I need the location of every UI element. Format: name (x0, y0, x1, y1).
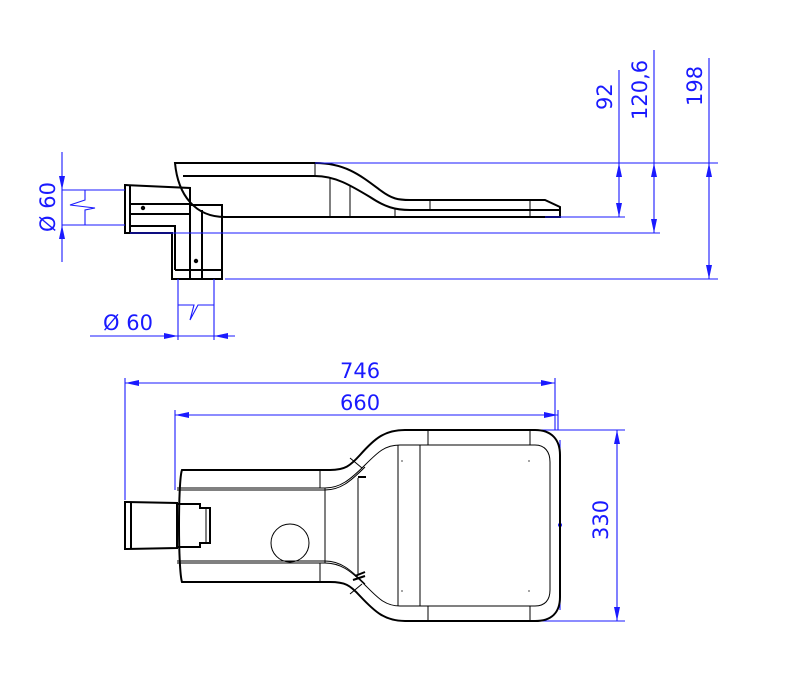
dimension-120-6: 120,6 (628, 50, 657, 233)
dimension-330: 330 (400, 429, 625, 622)
top-view: 746 660 330 (124, 359, 625, 622)
luminaire-side-outline (173, 162, 561, 218)
screw-marks (401, 460, 530, 592)
dimension-label: 330 (589, 500, 613, 540)
cable-gland-circle (270, 523, 310, 563)
dimension-198: 198 (683, 58, 712, 279)
dimension-label: 198 (683, 66, 707, 106)
dimension-label: 660 (340, 391, 380, 415)
dimension-746: 746 (124, 359, 556, 500)
bolt-icon (140, 205, 146, 211)
dimension-label: 92 (593, 83, 617, 110)
mounting-spigot-top (124, 500, 211, 551)
luminaire-top-outline (177, 429, 561, 622)
dimension-arm-diameter-left: Ø 60 (36, 152, 125, 262)
dimension-label: Ø 60 (36, 182, 60, 232)
mounting-bracket (124, 183, 223, 280)
dimension-label: Ø 60 (103, 311, 153, 335)
dimension-92: 92 (593, 70, 622, 217)
dimension-label: 120,6 (628, 60, 652, 120)
dimension-660: 660 (174, 391, 559, 490)
side-view: 92 120,6 198 Ø 60 Ø 60 (36, 50, 718, 340)
bolt-icon (193, 258, 199, 264)
dimension-arm-diameter-bottom: Ø 60 (90, 279, 235, 340)
dimension-label: 746 (340, 359, 380, 383)
